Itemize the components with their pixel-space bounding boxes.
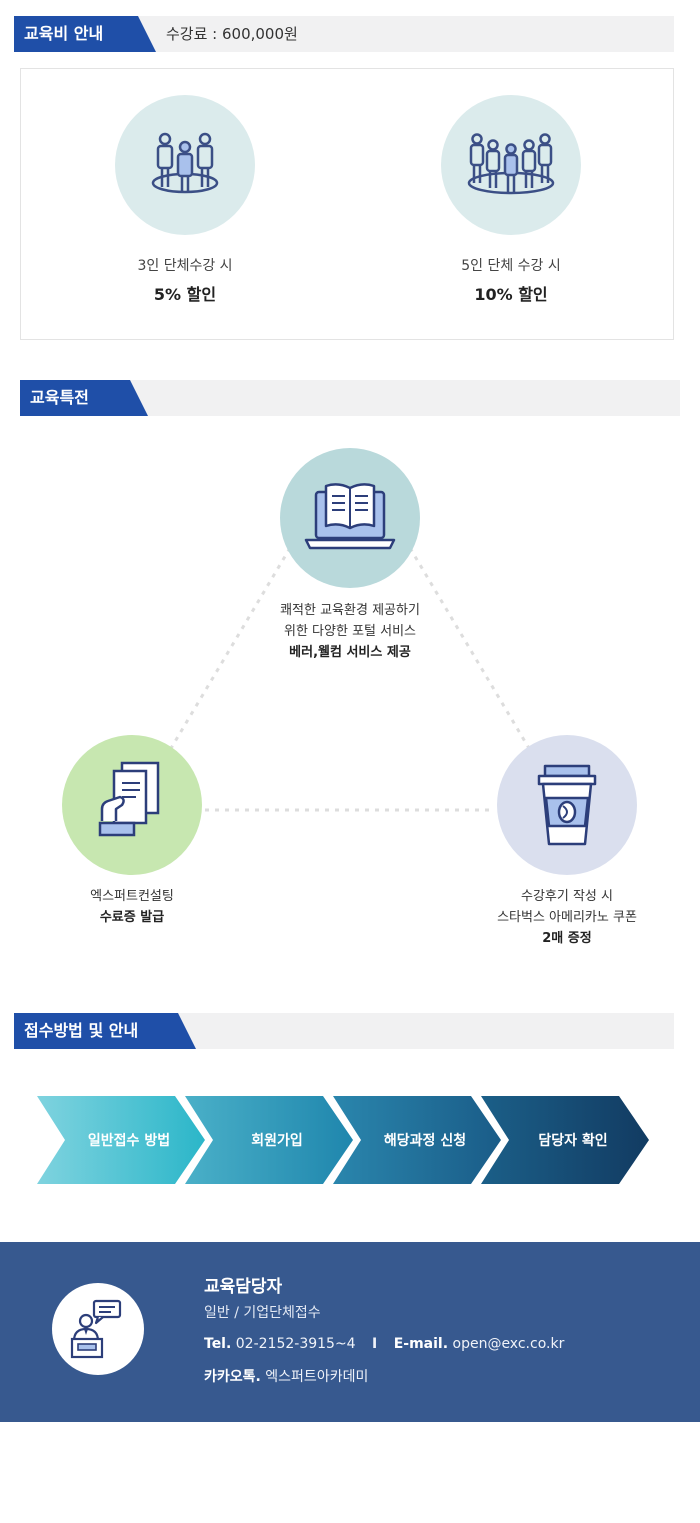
speaker-podium-icon [70, 1299, 122, 1359]
benefit-coffee-bold: 2매 증정 [542, 931, 592, 946]
group-three-icon [151, 132, 219, 194]
contact-kakao-line: 카카오톡. 엑스퍼트아카데미 [204, 1366, 368, 1386]
benefit-section-tag: 교육특전 [20, 380, 148, 416]
benefit-text-certificate: 엑스퍼트컨설팅 수료증 발급 [12, 886, 252, 928]
fee-amount: 수강료 : 600,000원 [166, 25, 298, 43]
discount-label-5: 5인 단체 수강 시 [461, 258, 561, 274]
benefit-circle-portal [280, 448, 420, 588]
benefit-circle-coffee [497, 735, 637, 875]
contact-panel: 교육담당자 일반 / 기업단체접수 Tel. 02-2152-3915~4 I … [0, 1242, 700, 1422]
benefit-text-portal: 쾌적한 교육환경 제공하기 위한 다양한 포털 서비스 베러,웰컴 서비스 제공 [230, 600, 470, 663]
contact-title: 교육담당자 [204, 1277, 283, 1297]
group-five-icon [467, 133, 555, 195]
apply-section-bar: 접수방법 및 안내 [14, 1013, 674, 1049]
fee-section-bar: 교육비 안내 수강료 : 600,000원 [14, 16, 674, 52]
step-general-apply-label: 일반접수 방법 [87, 1133, 171, 1149]
benefit-portal-line1: 쾌적한 교육환경 제공하기 [280, 603, 420, 618]
discount-circle-3 [115, 95, 255, 235]
benefit-connector-lines [168, 547, 532, 812]
benefit-coffee-line2: 스타벅스 아메리카노 쿠폰 [497, 910, 637, 925]
contact-icon-circle [52, 1283, 144, 1375]
tel-number[interactable]: 02-2152-3915~4 [235, 1336, 356, 1352]
kakao-id[interactable]: 엑스퍼트아카데미 [265, 1369, 369, 1385]
discount-value-3: 5% 할인 [153, 285, 217, 304]
tel-label: Tel. [204, 1336, 232, 1352]
email-label: E-mail. [393, 1336, 449, 1352]
contact-separator: I [372, 1336, 378, 1352]
benefit-certificate-bold: 수료증 발급 [99, 910, 165, 925]
fee-section-tag: 교육비 안내 [14, 16, 156, 52]
laptop-book-icon [304, 483, 396, 550]
benefit-text-coffee: 수강후기 작성 시 스타벅스 아메리카노 쿠폰 2매 증정 [447, 886, 687, 949]
email-address[interactable]: open@exc.co.kr [452, 1336, 565, 1352]
discount-value-5: 10% 할인 [474, 285, 548, 304]
step-signup-label: 회원가입 [251, 1133, 303, 1149]
certificate-hand-icon [98, 761, 160, 837]
benefit-portal-line2: 위한 다양한 포털 서비스 [284, 624, 416, 639]
step-course-apply-label: 해당과정 신청 [383, 1133, 467, 1149]
contact-tel-email-line: Tel. 02-2152-3915~4 I E-mail. open@exc.c… [204, 1336, 564, 1352]
discount-box: 3인 단체수강 시 5% 할인 5인 단체 수강 시 10% 할인 [20, 68, 674, 340]
benefit-certificate-line1: 엑스퍼트컨설팅 [90, 889, 174, 904]
discount-circle-5 [441, 95, 581, 235]
discount-label-3: 3인 단체수강 시 [137, 258, 233, 274]
benefit-circle-certificate [62, 735, 202, 875]
step-course-apply: 해당과정 신청 [333, 1096, 501, 1184]
coffee-cup-icon [537, 764, 597, 846]
benefit-coffee-line1: 수강후기 작성 시 [521, 889, 613, 904]
benefit-section-bar: 교육특전 [20, 380, 680, 416]
benefit-portal-bold: 베러,웰컴 서비스 제공 [289, 645, 411, 660]
step-signup: 회원가입 [185, 1096, 353, 1184]
step-manager-confirm-label: 담당자 확인 [538, 1133, 608, 1149]
step-general-apply: 일반접수 방법 [37, 1096, 205, 1184]
apply-section-tag: 접수방법 및 안내 [14, 1013, 196, 1049]
step-manager-confirm: 담당자 확인 [481, 1096, 649, 1184]
kakao-label: 카카오톡. [204, 1369, 261, 1385]
contact-subtitle: 일반 / 기업단체접수 [204, 1305, 321, 1321]
